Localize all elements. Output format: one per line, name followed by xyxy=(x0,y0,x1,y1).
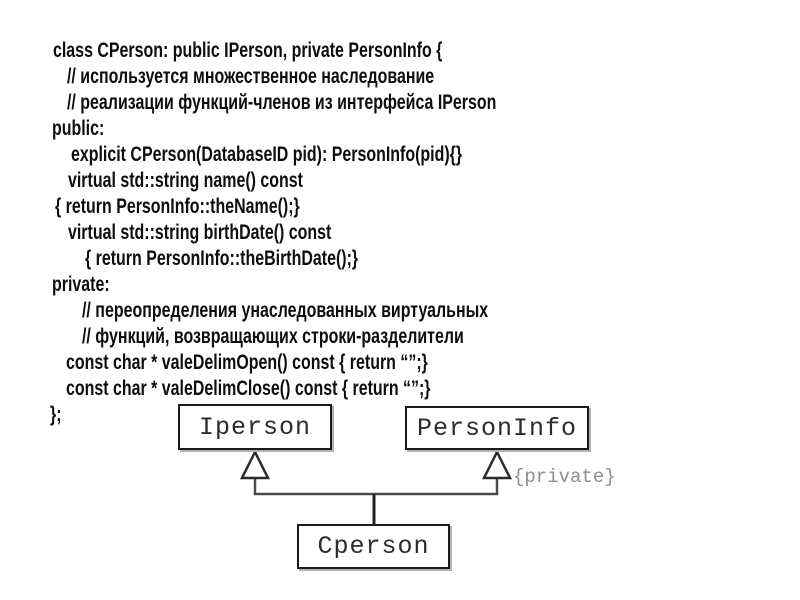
code-line: // реализации функций-членов из интерфей… xyxy=(0,90,800,116)
class-box-personinfo: PersonInfo xyxy=(405,406,589,450)
code-line: virtual std::string birthDate() const xyxy=(0,220,800,246)
code-text: explicit CPerson(DatabaseID pid): Person… xyxy=(71,143,463,166)
code-line: const char * valeDelimClose() const { re… xyxy=(0,376,800,402)
code-text: }; xyxy=(50,403,62,426)
class-box-iperson: Iperson xyxy=(178,404,332,450)
code-text: const char * valeDelimClose() const { re… xyxy=(66,377,431,400)
class-box-cperson: Cperson xyxy=(297,524,450,569)
code-line: // используется множественное наследован… xyxy=(0,64,800,90)
class-box-label: PersonInfo xyxy=(416,413,578,443)
code-line: private: xyxy=(0,272,800,298)
code-line: { return PersonInfo::theBirthDate();} xyxy=(0,246,800,272)
code-line: }; xyxy=(0,402,800,428)
class-box-label: Iperson xyxy=(198,412,312,442)
code-text: // функций, возвращающих строки-разделит… xyxy=(82,325,464,348)
code-line: virtual std::string name() const xyxy=(0,168,800,194)
class-box-label: Cperson xyxy=(317,532,430,561)
private-access-annotation: {private} xyxy=(513,466,616,488)
code-text: public: xyxy=(52,117,105,140)
code-text: virtual std::string name() const xyxy=(68,169,303,192)
code-text: { return PersonInfo::theName();} xyxy=(55,195,300,218)
code-block: class CPerson: public IPerson, private P… xyxy=(0,38,800,428)
code-text: virtual std::string birthDate() const xyxy=(68,221,332,244)
code-line: { return PersonInfo::theName();} xyxy=(0,194,800,220)
inheritance-arrow-icon xyxy=(481,449,513,480)
code-text: private: xyxy=(52,273,110,296)
code-line: explicit CPerson(DatabaseID pid): Person… xyxy=(0,142,800,168)
code-line: // переопределения унаследованных виртуа… xyxy=(0,298,800,324)
code-line: public: xyxy=(0,116,800,142)
code-line: // функций, возвращающих строки-разделит… xyxy=(0,324,800,350)
code-text: // реализации функций-членов из интерфей… xyxy=(67,91,497,114)
code-text: { return PersonInfo::theBirthDate();} xyxy=(85,247,359,270)
code-text: // переопределения унаследованных виртуа… xyxy=(82,299,489,322)
code-text: // используется множественное наследован… xyxy=(67,65,435,88)
code-line: class CPerson: public IPerson, private P… xyxy=(0,38,800,64)
code-text: const char * valeDelimOpen() const { ret… xyxy=(66,351,428,374)
code-text: class CPerson: public IPerson, private P… xyxy=(53,39,443,62)
inheritance-arrow-icon xyxy=(239,449,271,480)
code-line: const char * valeDelimOpen() const { ret… xyxy=(0,350,800,376)
